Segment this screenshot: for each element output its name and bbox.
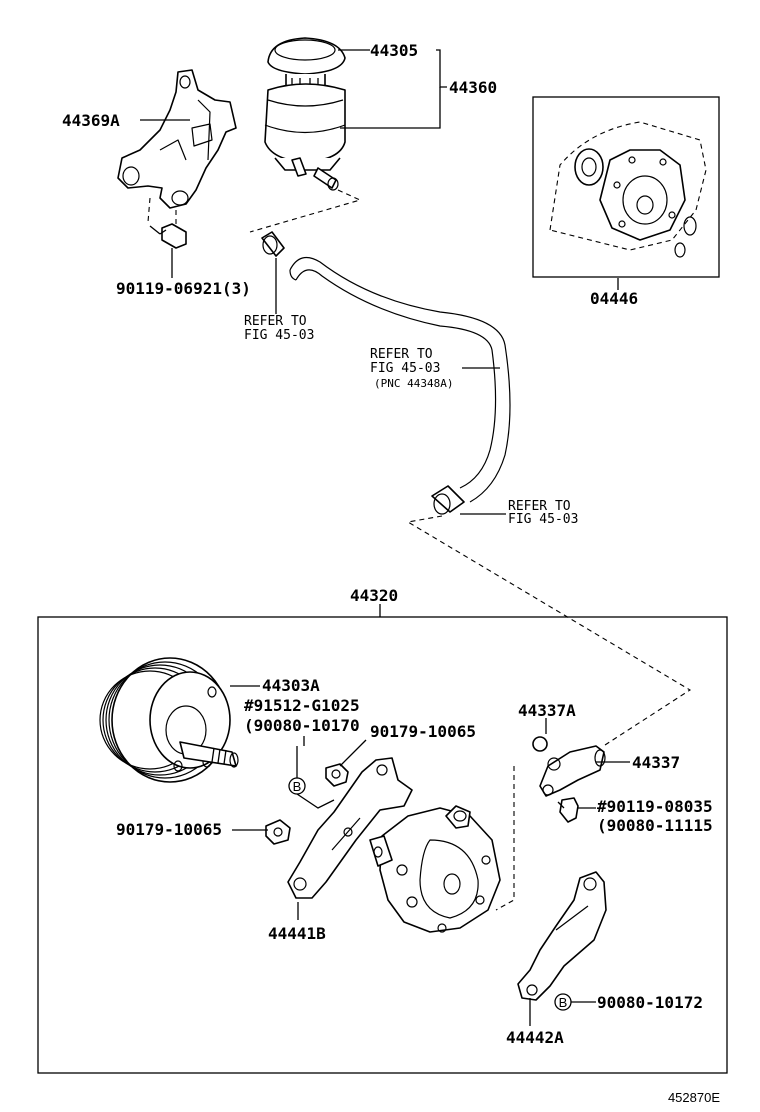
label-44360: 44360 xyxy=(449,78,497,97)
pnc-ref: (PNC 44348A) xyxy=(374,377,453,390)
bolt-marker-b-1: B xyxy=(288,777,306,795)
label-90179-10065-lower: 90179-10065 xyxy=(116,820,222,839)
reservoir-bracket xyxy=(117,69,237,209)
pump-assembly-box xyxy=(37,616,728,1074)
label-90179-10065-upper: 90179-10065 xyxy=(370,722,476,741)
fig-ref-2: FIG 45-03 xyxy=(370,361,440,376)
leader-lines xyxy=(140,49,630,1026)
svg-text:B: B xyxy=(559,995,568,1010)
bolt-marker-b-2: B xyxy=(554,993,572,1011)
label-44337: 44337 xyxy=(632,753,680,772)
svg-text:B: B xyxy=(293,779,302,794)
hose-clamp-upper xyxy=(261,231,285,257)
label-90119-06921: 90119-06921(3) xyxy=(116,279,251,298)
pump-body xyxy=(369,805,501,933)
nut-lower xyxy=(265,819,291,845)
label-90080-10172: 90080-10172 xyxy=(597,993,703,1012)
pump-union xyxy=(539,745,606,797)
refer-to-3: REFER TO xyxy=(508,499,571,514)
pump-bracket-rear xyxy=(517,871,607,1001)
label-44442a: 44442A xyxy=(506,1028,564,1047)
fig-ref-1: FIG 45-03 xyxy=(244,328,314,343)
label-44337a: 44337A xyxy=(518,701,576,720)
label-90080-11115: (90080-11115 xyxy=(597,816,713,835)
label-44303a: 44303A xyxy=(262,676,320,695)
label-90119-08035: #90119-08035 xyxy=(597,797,713,816)
fig-ref-3: FIG 45-03 xyxy=(508,512,578,527)
label-44305: 44305 xyxy=(370,41,418,60)
return-hose xyxy=(289,256,511,503)
label-44369a: 44369A xyxy=(62,111,120,130)
nut-upper xyxy=(325,763,349,787)
overhaul-kit xyxy=(549,121,707,258)
label-91512-g1025: #91512-G1025 xyxy=(244,696,360,715)
o-ring xyxy=(532,736,548,752)
union-bolt xyxy=(557,797,579,823)
label-90080-10170: (90080-10170 xyxy=(244,716,360,735)
refer-to-1: REFER TO xyxy=(244,314,307,329)
hose-clamp-lower xyxy=(431,485,465,515)
refer-to-2: REFER TO xyxy=(370,347,433,362)
bracket-bolt xyxy=(149,223,187,249)
reservoir-tank xyxy=(264,37,346,191)
pump-bracket-front xyxy=(287,757,413,899)
illustration-code: 452870E xyxy=(668,1090,720,1105)
label-44441b: 44441B xyxy=(268,924,326,943)
pump-pulley xyxy=(99,657,239,783)
kit-box xyxy=(532,96,720,278)
label-04446: 04446 xyxy=(590,289,638,308)
label-44320: 44320 xyxy=(350,586,398,605)
